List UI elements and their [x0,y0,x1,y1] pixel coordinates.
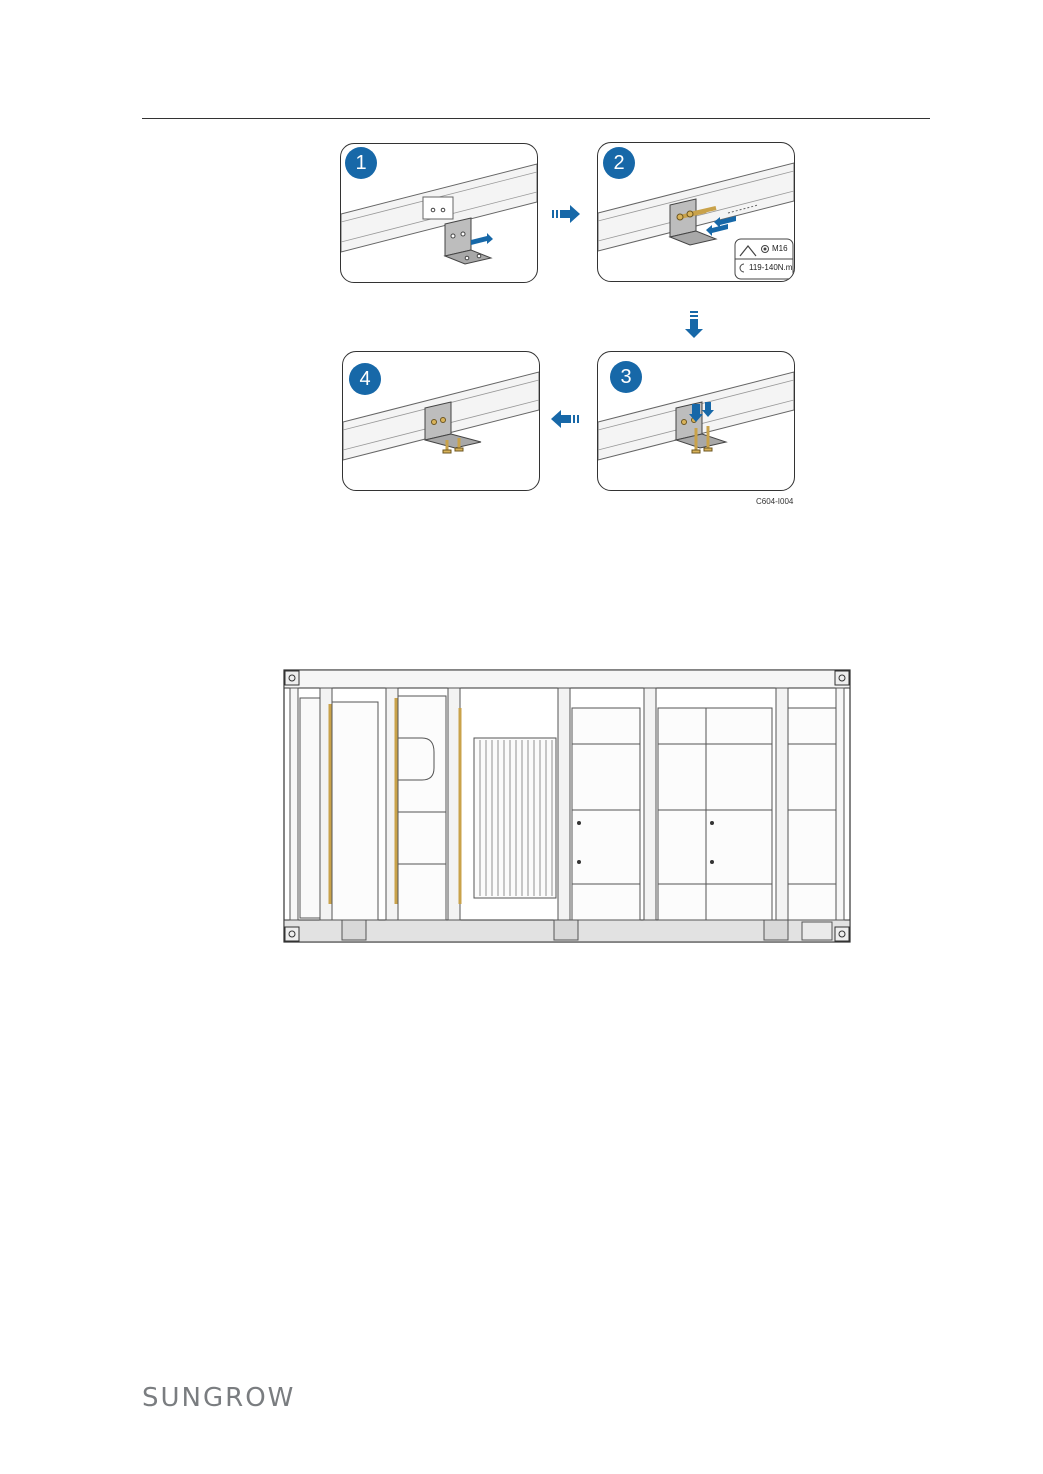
brand-logo: SUNGROW [142,1383,295,1413]
step-4-panel: 4 [342,351,540,491]
step-1-panel: 1 [340,143,538,283]
arrow-right-icon [552,205,582,223]
step-badge-3: 3 [610,361,642,393]
header-rule [142,118,930,119]
step-badge-2: 2 [603,147,635,179]
figure-code: C604-I004 [756,497,793,506]
step-badge-4: 4 [349,363,381,395]
arrow-down-icon [685,311,703,339]
step-2-panel: 2 M16 119-140N.m [597,142,795,282]
container-drawing [282,668,852,944]
container-elevation-figure [282,668,852,944]
torque-label: 119-140N.m [749,263,792,272]
step-3-panel: 3 [597,351,795,491]
bolt-size-label: M16 [772,244,788,253]
step-badge-1: 1 [345,147,377,179]
arrow-left-icon [551,410,581,428]
